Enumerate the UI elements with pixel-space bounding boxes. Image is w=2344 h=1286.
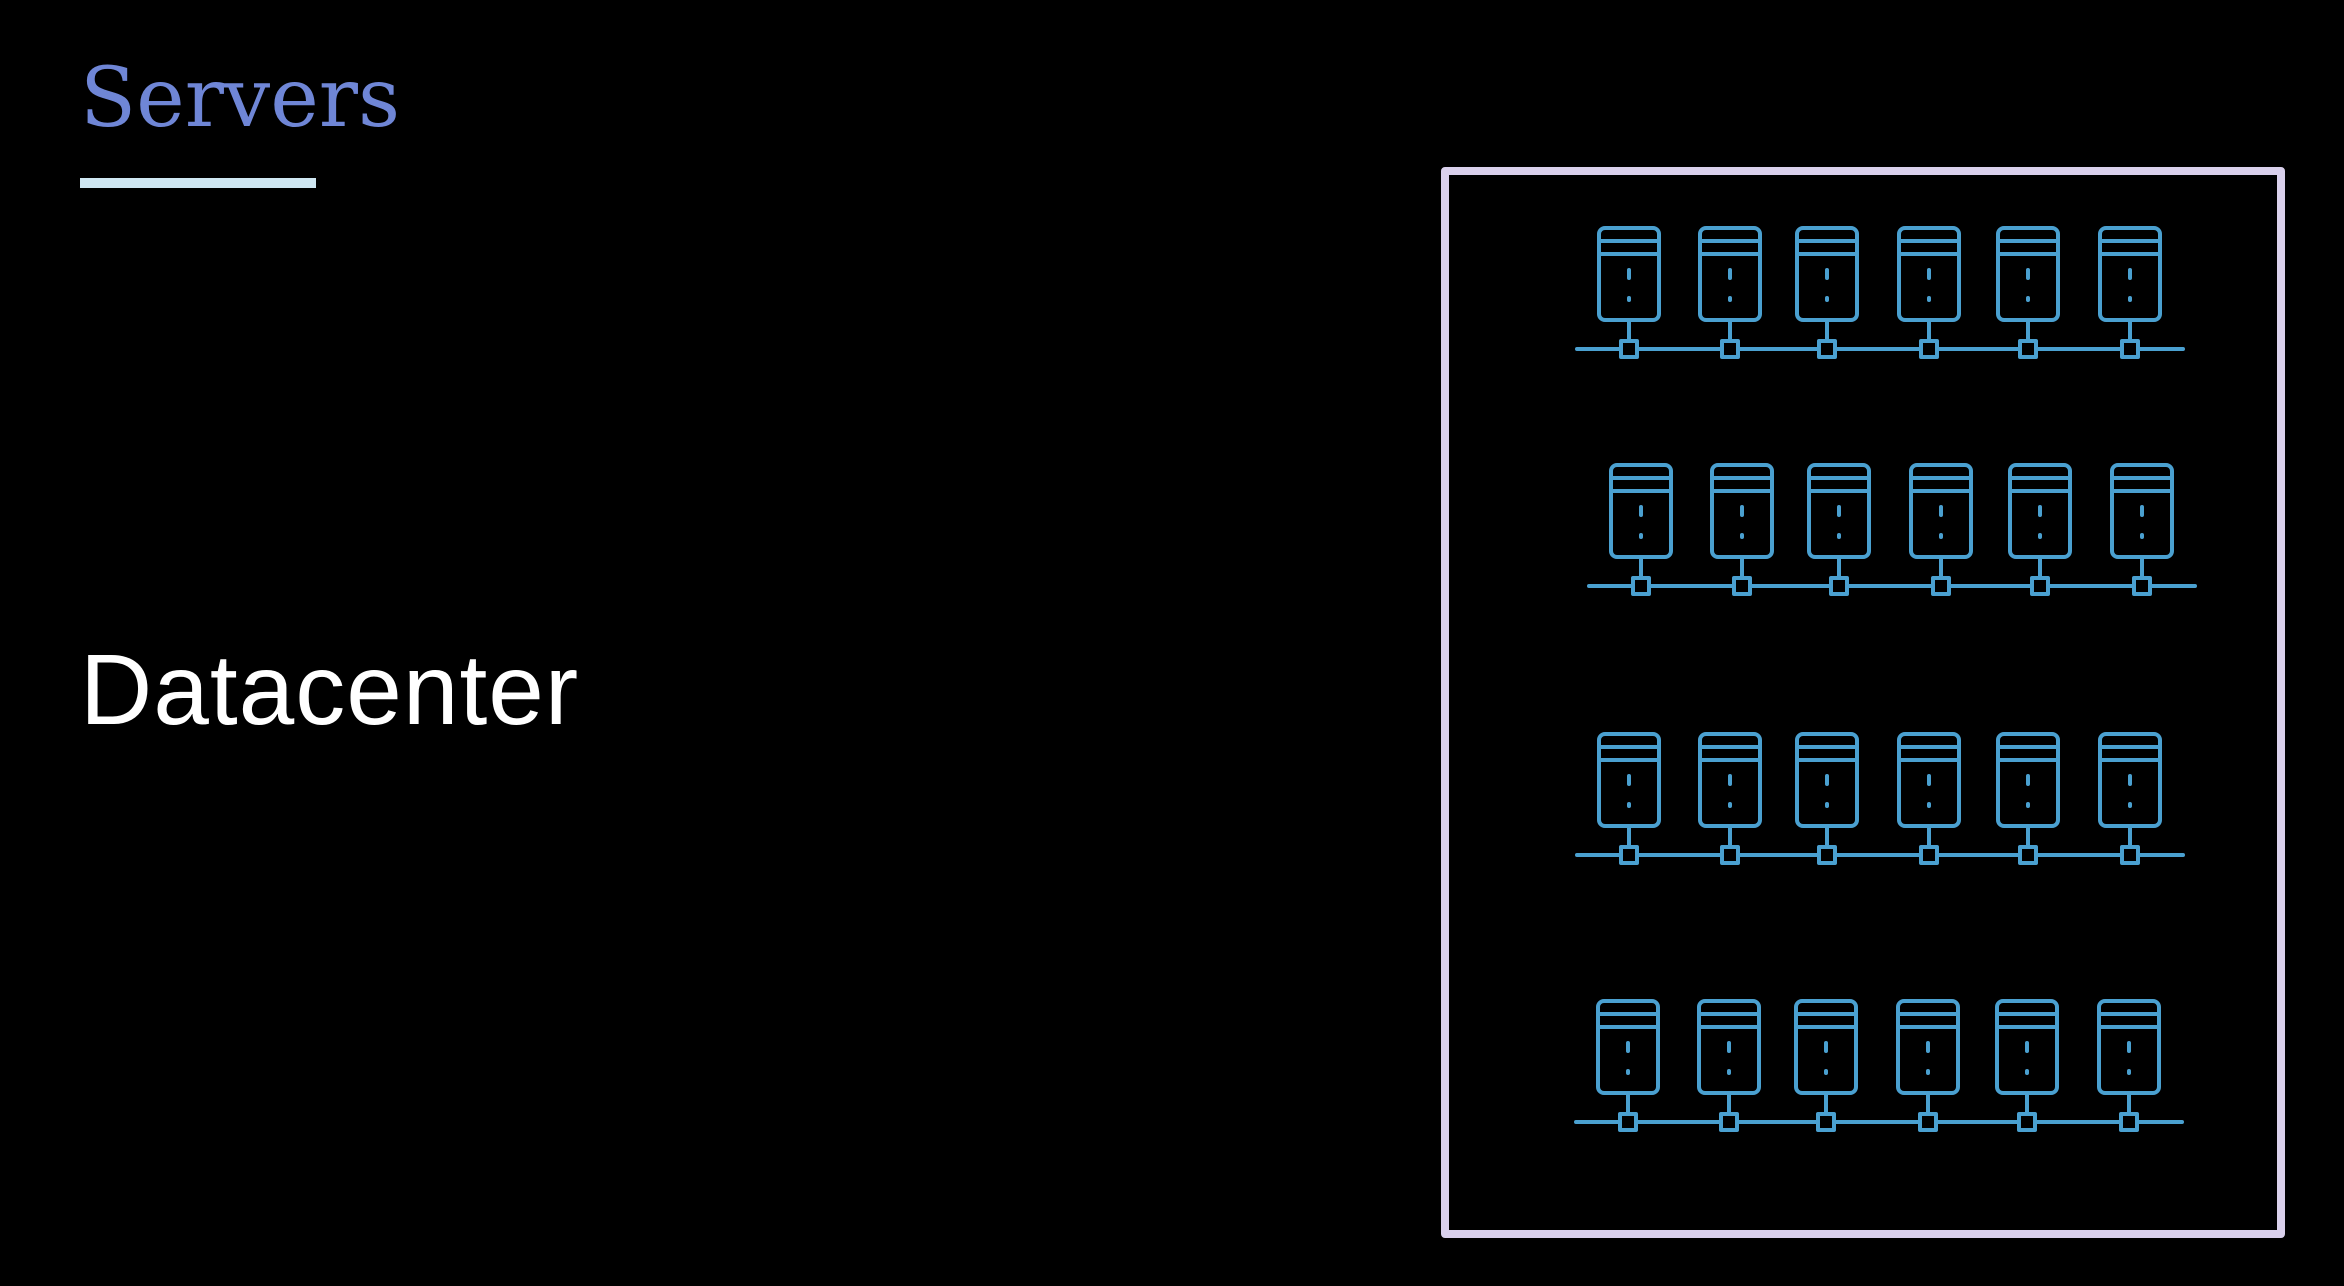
- server-row: [1574, 999, 2184, 1132]
- server-icon: [2098, 732, 2162, 865]
- slide-title: Servers: [80, 51, 401, 146]
- server-icon: [2110, 463, 2174, 596]
- server-icon: [1710, 463, 1774, 596]
- server-icon: [1996, 226, 2060, 359]
- server-icon: [1794, 999, 1858, 1132]
- server-icon: [1897, 226, 1961, 359]
- server-icon: [2008, 463, 2072, 596]
- title-underline: [80, 178, 316, 188]
- server-icon: [1795, 732, 1859, 865]
- server-icon: [1698, 226, 1762, 359]
- server-icon: [1807, 463, 1871, 596]
- server-icon: [1596, 999, 1660, 1132]
- server-icon: [2098, 226, 2162, 359]
- server-icon: [1909, 463, 1973, 596]
- server-icon: [2097, 999, 2161, 1132]
- server-icon: [1609, 463, 1673, 596]
- server-row: [1575, 732, 2185, 865]
- server-icon: [1698, 732, 1762, 865]
- server-icon: [1597, 732, 1661, 865]
- server-row: [1587, 463, 2197, 596]
- server-icon: [1597, 226, 1661, 359]
- server-icon: [1795, 226, 1859, 359]
- server-icon: [1896, 999, 1960, 1132]
- datacenter-label: Datacenter: [80, 634, 580, 746]
- server-icon: [1995, 999, 2059, 1132]
- server-row: [1575, 226, 2185, 359]
- server-icon: [1897, 732, 1961, 865]
- server-icon: [1697, 999, 1761, 1132]
- server-icon: [1996, 732, 2060, 865]
- datacenter-rack-frame: [1441, 167, 2285, 1238]
